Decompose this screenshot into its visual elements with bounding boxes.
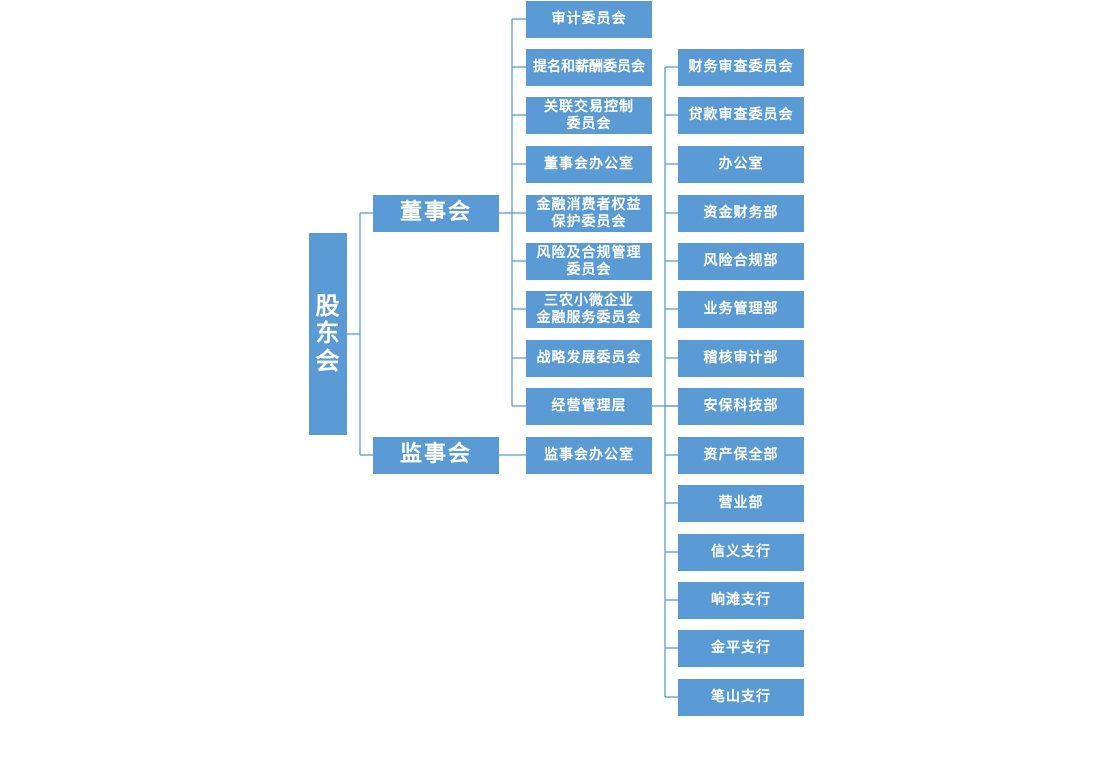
unit-label: 董事会办公室: [544, 156, 634, 173]
dept-label: 资产保全部: [703, 447, 779, 464]
board-label: 监事会: [399, 442, 472, 468]
board-node-supervisors: 监事会: [373, 437, 499, 474]
unit-node-board-office: 董事会办公室: [526, 146, 652, 183]
dept-node-security-tech: 安保科技部: [678, 388, 804, 425]
unit-node-supervisory-office: 监事会办公室: [526, 437, 652, 474]
dept-label: 贷款审查委员会: [688, 107, 794, 124]
unit-node-related-transaction-committee: 关联交易控制 委员会: [526, 97, 652, 134]
board-label: 董事会: [399, 200, 472, 226]
unit-label: 关联交易控制 委员会: [544, 98, 634, 132]
unit-label: 提名和薪酬委员会: [533, 59, 645, 76]
unit-node-nomination-committee: 提名和薪酬委员会: [526, 49, 652, 86]
dept-node-jinping-branch: 金平支行: [678, 630, 804, 667]
unit-node-rural-sme-committee: 三农小微企业 金融服务委员会: [526, 291, 652, 328]
dept-node-treasury-finance: 资金财务部: [678, 195, 804, 232]
dept-node-xiangtan-branch: 响滩支行: [678, 582, 804, 619]
dept-label: 金平支行: [711, 640, 771, 657]
dept-label: 办公室: [718, 156, 764, 173]
dept-node-business-management: 业务管理部: [678, 291, 804, 328]
unit-label: 风险及合规管理 委员会: [536, 244, 642, 278]
dept-label: 业务管理部: [703, 301, 779, 318]
unit-label: 监事会办公室: [544, 447, 634, 464]
unit-label: 金融消费者权益 保护委员会: [536, 196, 642, 230]
dept-label: 响滩支行: [711, 592, 771, 609]
unit-node-audit-committee: 审计委员会: [526, 1, 652, 38]
unit-node-senior-management: 经营管理层: [526, 388, 652, 425]
dept-label: 安保科技部: [703, 398, 779, 415]
unit-node-consumer-protection-committee: 金融消费者权益 保护委员会: [526, 195, 652, 232]
board-node-directors: 董事会: [373, 195, 499, 232]
dept-label: 信义支行: [711, 544, 771, 561]
unit-node-strategy-committee: 战略发展委员会: [526, 340, 652, 377]
dept-label: 风险合规部: [703, 253, 779, 270]
dept-node-audit: 稽核审计部: [678, 340, 804, 377]
dept-node-asset-preservation: 资产保全部: [678, 437, 804, 474]
dept-node-risk-compliance: 风险合规部: [678, 243, 804, 280]
dept-node-loan-review: 贷款审查委员会: [678, 97, 804, 134]
unit-label: 经营管理层: [551, 398, 627, 415]
dept-node-bishan-branch: 笔山支行: [678, 679, 804, 716]
dept-node-xinyi-branch: 信义支行: [678, 534, 804, 571]
unit-label: 三农小微企业 金融服务委员会: [536, 292, 642, 326]
unit-label: 战略发展委员会: [536, 350, 642, 367]
unit-label: 审计委员会: [551, 11, 627, 28]
root-label: 股 东 会: [315, 291, 341, 375]
unit-node-risk-compliance-committee: 风险及合规管理 委员会: [526, 243, 652, 280]
dept-label: 资金财务部: [703, 205, 779, 222]
root-node-shareholders: 股 东 会: [309, 233, 347, 435]
dept-label: 财务审查委员会: [688, 59, 794, 76]
dept-node-finance-review: 财务审查委员会: [678, 49, 804, 86]
dept-node-office: 办公室: [678, 146, 804, 183]
dept-node-business-office: 营业部: [678, 485, 804, 522]
dept-label: 笔山支行: [711, 689, 771, 706]
dept-label: 营业部: [718, 495, 764, 512]
dept-label: 稽核审计部: [703, 350, 779, 367]
